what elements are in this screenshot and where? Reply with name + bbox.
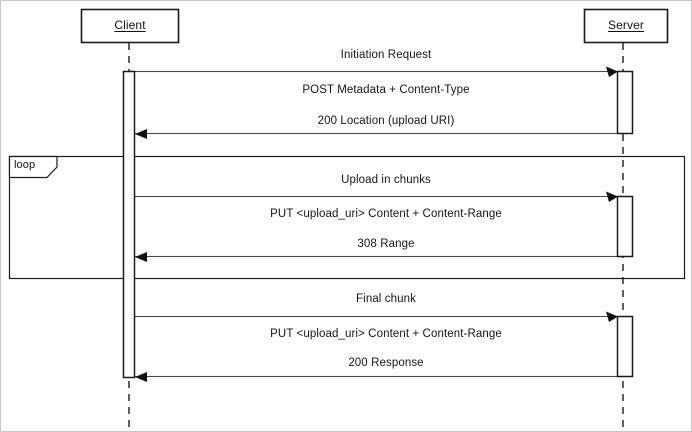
loop-fragment-tag-shape — [8, 155, 58, 179]
message-label-m1: POST Metadata + Content-Type — [302, 84, 470, 96]
message-label-m5: PUT <upload_uri> Content + Content-Range — [270, 328, 502, 340]
participant-label-server: Server — [608, 18, 644, 32]
server-activation-bar-2 — [616, 195, 634, 258]
arrowhead-m1-right — [606, 66, 618, 77]
arrowhead-m5-right — [606, 311, 618, 322]
group-header-initiation: Initiation Request — [340, 49, 432, 61]
message-arrowheads — [135, 66, 618, 382]
message-label-m3: PUT <upload_uri> Content + Content-Range — [270, 208, 502, 220]
participant-box-server[interactable] — [583, 8, 669, 44]
client-activation-bar — [122, 70, 136, 379]
loop-fragment-shape — [8, 155, 686, 280]
arrowhead-m6-left — [135, 372, 147, 382]
group-header-final: Final chunk — [356, 293, 416, 305]
arrowhead-m4-left — [135, 252, 147, 262]
message-label-m6: 200 Response — [348, 357, 424, 369]
loop-fragment-border — [8, 155, 686, 280]
message-label-m4: 308 Range — [357, 238, 415, 250]
group-header-chunks: Upload in chunks — [341, 174, 431, 186]
arrowhead-m2-left — [135, 129, 147, 139]
participant-label-client: Client — [114, 18, 146, 32]
loop-fragment-operator-label: loop — [14, 159, 36, 171]
participant-box-client[interactable] — [80, 8, 180, 44]
participant-boxes — [80, 8, 669, 44]
message-label-m2: 200 Location (upload URI) — [317, 115, 455, 127]
server-activation-bar-3 — [616, 315, 634, 378]
arrowhead-m3-right — [606, 191, 618, 202]
server-activation-bar-1 — [616, 70, 634, 135]
activation-bars — [122, 70, 634, 379]
